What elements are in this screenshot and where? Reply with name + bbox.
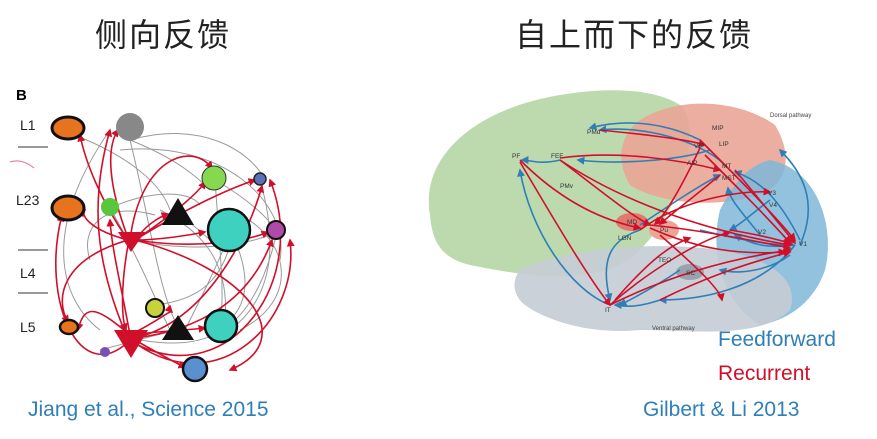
legend-recurrent: Recurrent xyxy=(718,362,811,385)
area-label: V2 xyxy=(758,229,766,236)
neuron-l23-green-small xyxy=(101,198,119,216)
area-label: V1 xyxy=(799,241,807,248)
brain-pathway-diagram: Dorsal pathway Ventral pathway xyxy=(428,90,828,332)
area-label: SC xyxy=(686,270,695,277)
neuron-l23-pyramidal xyxy=(118,232,145,252)
neuron-l23-blue-small xyxy=(253,172,267,186)
area-label: MIP xyxy=(712,125,724,132)
area-label: IT xyxy=(605,307,611,314)
area-label: LIP xyxy=(719,141,729,148)
area-label: FEF xyxy=(551,153,563,160)
feedforward-arrows xyxy=(517,122,810,310)
area-label: PF xyxy=(512,153,520,160)
area-labels: PMd FEF PF PMv MIP LIP VIP AIP MT MST V3… xyxy=(512,125,807,314)
recurrent-arrows xyxy=(519,129,797,307)
neuron-l23-green xyxy=(201,165,227,191)
neuron-l1-gray xyxy=(116,113,144,141)
area-label: MD xyxy=(627,219,637,226)
neuron-l5-orange xyxy=(58,318,80,336)
neuron-l1-orange xyxy=(50,115,86,141)
layer-label-l23: L23 xyxy=(16,192,40,208)
layer-label-l4: L4 xyxy=(20,265,36,281)
area-label: LGN xyxy=(618,235,632,242)
area-label: AIP xyxy=(687,160,697,167)
neuron-l5-cyan xyxy=(203,308,239,344)
neuron-l5-violet xyxy=(100,347,110,357)
neuron-l23-cyan xyxy=(206,207,252,253)
right-panel-citation: Gilbert & Li 2013 xyxy=(643,398,800,421)
area-label: TEO xyxy=(658,257,671,264)
area-label: Pu xyxy=(660,227,668,234)
area-label: VIP xyxy=(694,143,704,150)
area-label: MT xyxy=(722,163,731,170)
neuron-l23-triangle xyxy=(162,198,194,225)
decorative-stroke xyxy=(9,160,35,169)
neuron-l23-orange xyxy=(50,194,86,222)
neuron-l5-yellow xyxy=(145,298,165,318)
panel-letter: B xyxy=(16,87,27,104)
layer-label-l1: L1 xyxy=(20,117,36,133)
legend-feedforward: Feedforward xyxy=(718,328,836,351)
area-label: V3 xyxy=(768,190,776,197)
red-connections xyxy=(55,128,295,372)
neuron-l5-pyramidal xyxy=(114,330,148,358)
area-label: PMv xyxy=(560,183,574,190)
cortical-circuit-diagram: B L1 L23 L4 L5 xyxy=(9,87,295,383)
neuron-l5-triangle xyxy=(162,315,194,340)
neuron-l23-purple xyxy=(266,220,286,240)
area-label: PMd xyxy=(587,129,601,136)
left-panel-title: 侧向反馈 xyxy=(95,16,232,54)
layer-label-l5: L5 xyxy=(20,319,36,335)
left-panel-citation: Jiang et al., Science 2015 xyxy=(28,398,269,421)
right-panel-title: 自上而下的反馈 xyxy=(515,16,754,54)
dorsal-pathway-label: Dorsal pathway xyxy=(770,113,811,119)
area-label: V4 xyxy=(769,202,777,209)
area-label: MST xyxy=(722,175,736,182)
ventral-pathway-label: Ventral pathway xyxy=(652,326,695,332)
neuron-l5-blue xyxy=(181,355,209,383)
